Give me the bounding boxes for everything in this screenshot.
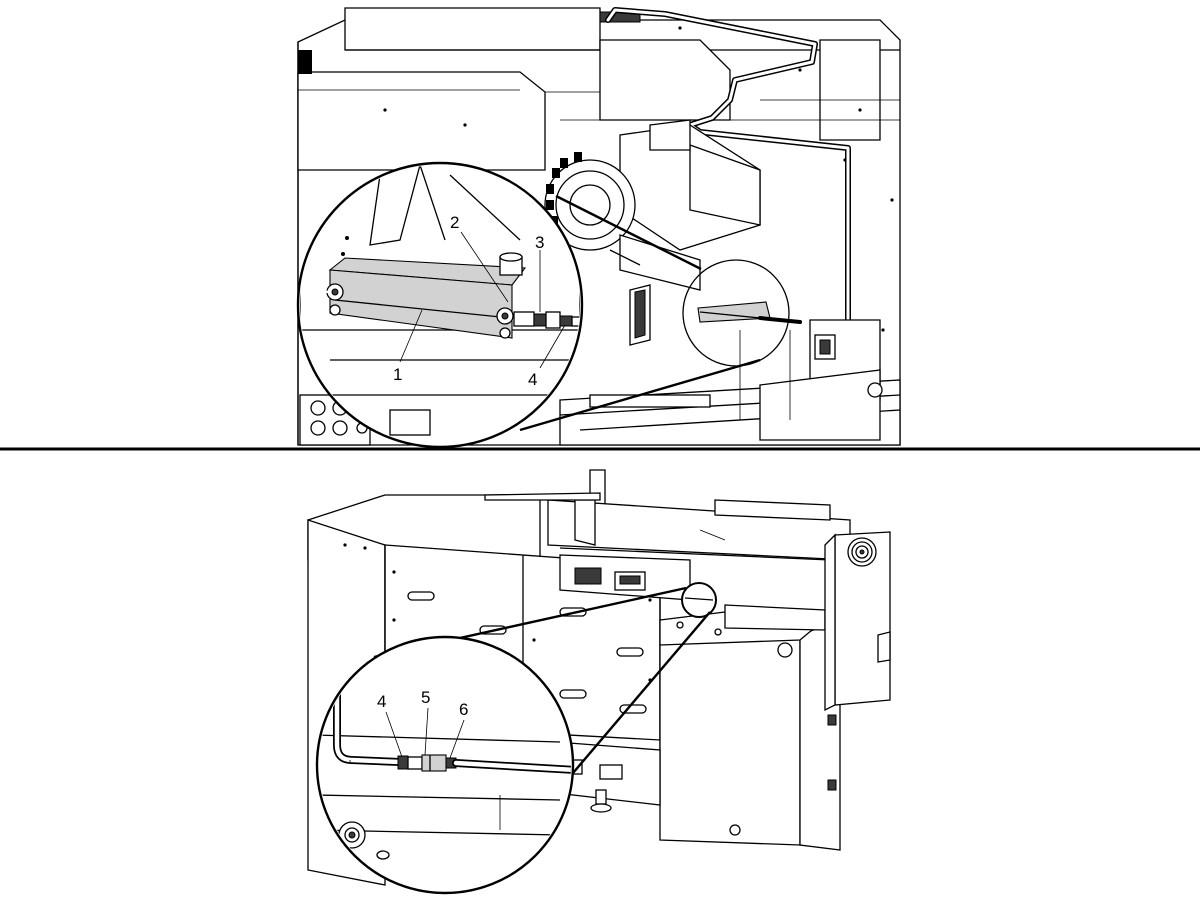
top-spindle-head [544,119,761,291]
top-machine-bed [559,284,901,446]
leveling-foot-icon [590,789,612,813]
bottom-electrical-cabinet [659,604,841,851]
top-leader-upper [555,194,702,271]
callout-6: 6 [459,700,468,719]
top-leader-lower [519,358,761,432]
callout-4-bottom: 4 [377,692,386,711]
callout-4: 4 [528,370,537,389]
sensor-connector-chain [513,311,580,329]
top-magnified-detail [296,161,584,449]
bottom-detail-target [681,582,717,618]
bottom-figure: 4 5 6 [307,469,891,895]
fan-grill-icon [847,537,877,567]
callout-2: 2 [450,213,459,232]
bottom-chiller-unit [824,531,891,712]
vent-grill-icon [298,50,312,74]
bottom-overhead-frame [484,469,851,601]
bottom-magnified-detail [315,635,575,895]
top-figure: 2 3 1 4 [296,7,901,449]
callout-3: 3 [535,233,544,252]
pipe-connector-assembly [397,754,457,772]
bottom-callouts: 4 5 6 [377,688,468,759]
callout-5: 5 [421,688,430,707]
top-callouts: 2 3 1 4 [393,213,566,389]
callout-1: 1 [393,365,402,384]
